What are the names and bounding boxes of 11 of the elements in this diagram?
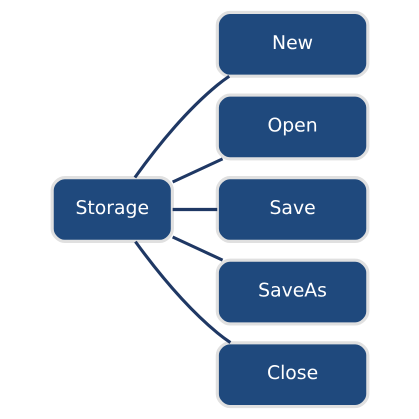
node-box: Close: [215, 341, 369, 408]
node-box: New: [215, 10, 369, 78]
connector: [172, 236, 223, 262]
connector: [133, 74, 230, 178]
node-box: Open: [215, 93, 369, 160]
connector: [134, 240, 231, 344]
node-box: SaveAs: [215, 258, 369, 326]
node-box: Save: [215, 176, 369, 243]
connector: [172, 157, 223, 184]
connector: [172, 208, 217, 212]
node-box: Storage: [50, 176, 174, 243]
